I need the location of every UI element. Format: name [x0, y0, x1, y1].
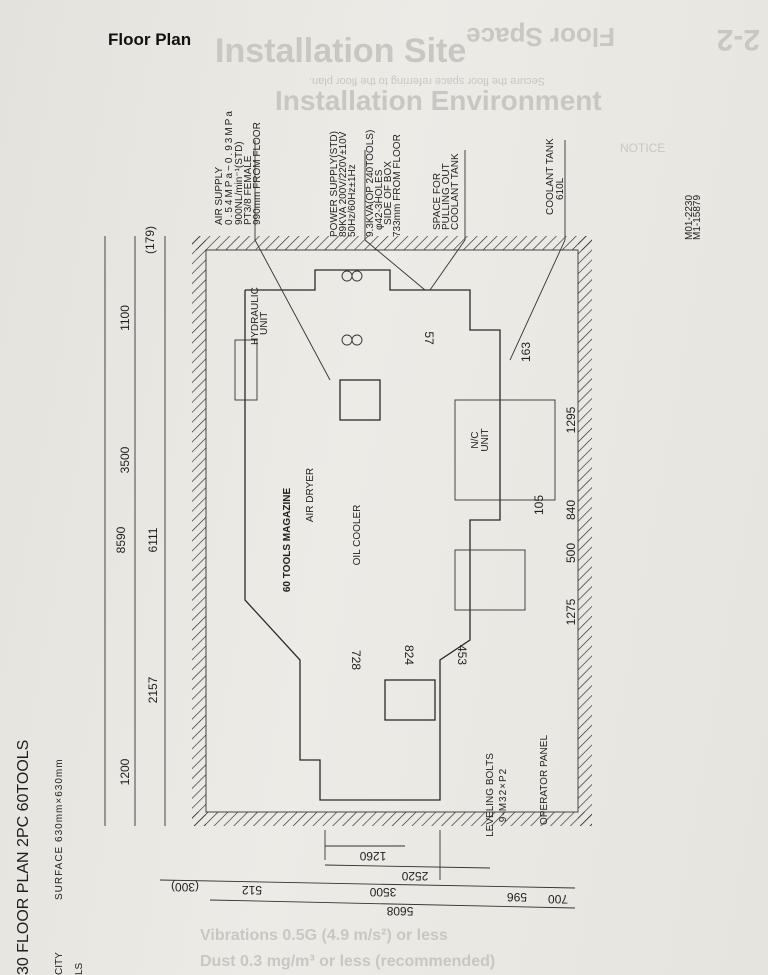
left-dimensions: 8590 6111 (179) 1100 3500 2157 1200 [104, 226, 166, 826]
show-through-text: 2-2 Floor Space Installation Site Secure… [200, 22, 760, 970]
coolant-callout: COOLANT TANK 610L [545, 138, 566, 215]
hydraulic-label-2: UNIT [259, 312, 270, 335]
dim-3500-left: 3500 [118, 446, 132, 473]
dim-57: 57 [422, 331, 436, 345]
dim-1275: 1275 [564, 598, 578, 625]
dim-8590: 8590 [114, 526, 128, 553]
dim-3500-bottom: 3500 [369, 885, 396, 899]
callout-line: COOLANT TANK [545, 138, 556, 215]
hatched-walls [192, 236, 592, 826]
power-option-callout: 9.3KVA(OP 240TOOLS) φ42-3HOLES SIDE OF B… [365, 130, 403, 237]
drawing-number-2: M1-15879 [692, 195, 703, 240]
leveling-spec: 9-M32×P2 [498, 768, 509, 822]
table-box [384, 679, 436, 721]
callout-line: COOLANT TANK [450, 153, 461, 230]
callout-line: φ42-3HOLES [374, 169, 385, 230]
side-note-surface: SURFACE 630mm×630mm [54, 758, 65, 900]
leveling-label: LEVELING BOLTS [485, 753, 496, 837]
callout-line: SIDE OF BOX [383, 161, 394, 225]
ghost-chapter: Installation Site [215, 32, 466, 70]
page-heading: Floor Plan [108, 30, 192, 49]
hydraulic-unit-box [234, 339, 258, 401]
oil-cooler-label: OIL COOLER [352, 505, 363, 566]
callout-line: 9.3KVA(OP 240TOOLS) [365, 130, 376, 237]
callout-line: SPACE FOR [432, 173, 443, 230]
ghost-dust: Dust 0.3 mg/m³ or less (recommended) [200, 953, 495, 970]
dim-2520: 2520 [401, 869, 428, 883]
power-supply-callout: POWER SUPPLY(STD) 89KVA 200V/220V±10V 50… [329, 131, 358, 237]
leader-lines [254, 140, 566, 381]
callout-line: 50Hz/60Hz±1Hz [347, 164, 358, 237]
callout-line: 0.54MPa~0.93MPa [224, 109, 235, 225]
space-callout: SPACE FOR PULLING OUT COOLANT TANK [432, 153, 461, 230]
dim-5608: 5608 [386, 904, 413, 918]
nc-unit-label: N/C [470, 431, 481, 448]
dim-824: 824 [402, 645, 416, 665]
right-dimensions: 163 1295 840 105 500 1275 [519, 342, 578, 626]
inner-dimensions: 57 728 824 453 [349, 331, 469, 670]
side-note-ls: LS [74, 962, 85, 975]
callout-line: 900NL/min⁻¹(STD) [234, 141, 245, 225]
dim-1100: 1100 [118, 305, 132, 331]
dim-512: 512 [242, 883, 262, 897]
nc-unit-label-2: UNIT [480, 428, 491, 451]
air-dryer-box [339, 379, 381, 421]
operator-box [454, 549, 526, 611]
callout-line: POWER SUPPLY(STD) [329, 131, 340, 237]
ghost-section-title: Floor Space [466, 22, 615, 52]
dim-105: 105 [532, 495, 546, 515]
dim-596: 596 [507, 890, 527, 904]
side-note-city: CITY [54, 952, 65, 975]
drawing-title: 30 FLOOR PLAN 2PC 60TOOLS [15, 740, 32, 975]
ghost-section: 2-2 [717, 23, 760, 56]
callout-line: 733mm FROM FLOOR [392, 134, 403, 237]
dim-1295: 1295 [564, 406, 578, 433]
callout-line: 990mm FROM FLOOR [252, 122, 263, 225]
ghost-vibration: Vibrations 0.5G (4.9 m/s²) or less [200, 927, 448, 944]
callout-line: 89KVA 200V/220V±10V [338, 131, 349, 237]
ghost-notice: NOTICE [620, 141, 665, 155]
operator-panel-label: OPERATOR PANEL [539, 735, 550, 825]
machine-outline [234, 269, 556, 880]
dim-179: (179) [143, 226, 157, 254]
callout-line: 610L [555, 177, 566, 200]
dim-453: 453 [455, 645, 469, 665]
dim-300: (300) [171, 880, 199, 894]
hydraulic-label: HYDRAULIC [250, 287, 261, 345]
dim-1200: 1200 [118, 758, 132, 785]
ghost-env-title: Installation Environment [275, 85, 602, 116]
callout-line: AIR SUPPLY [214, 167, 225, 225]
dim-500: 500 [564, 543, 578, 563]
ghost-intro: Secure the floor space referring to the … [309, 75, 545, 87]
callout-line: PT3/8 FEMALE [243, 155, 254, 225]
nc-unit-box [454, 399, 556, 501]
dim-728: 728 [349, 650, 363, 670]
air-dryer-label: AIR DRYER [305, 468, 316, 522]
dim-1260: 1260 [359, 849, 386, 863]
air-supply-callout: AIR SUPPLY 0.54MPa~0.93MPa 900NL/min⁻¹(S… [214, 109, 263, 225]
dim-2157: 2157 [146, 676, 160, 703]
dim-840: 840 [564, 500, 578, 520]
drawing-number-1: M01-2230 [684, 195, 695, 240]
magazine-label: 60 TOOLS MAGAZINE [282, 488, 293, 593]
dim-700: 700 [548, 892, 568, 906]
dim-163: 163 [519, 342, 533, 362]
dim-6111: 6111 [146, 527, 160, 552]
callout-line: PULLING OUT [441, 163, 452, 230]
bottom-dimensions: 1260 2520 (300) 512 3500 596 700 5608 [159, 845, 576, 918]
